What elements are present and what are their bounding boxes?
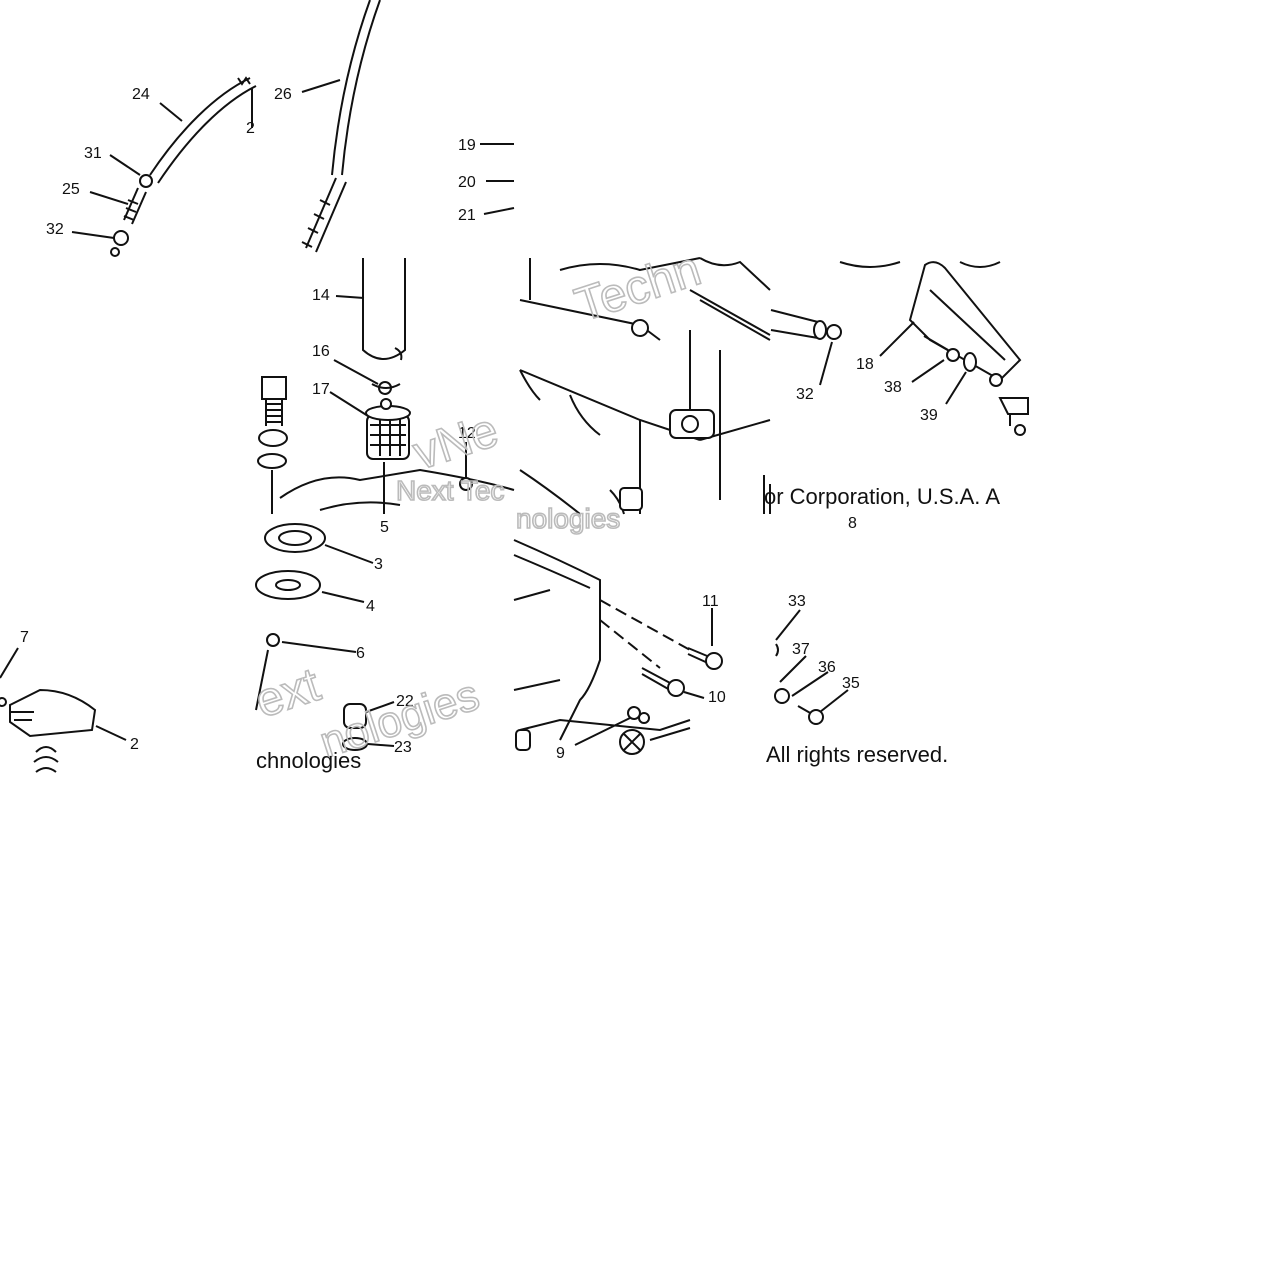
nut-6-icon [266, 633, 280, 647]
callout-31: 31 [84, 145, 102, 162]
callout-22: 22 [396, 693, 414, 710]
callout-5: 5 [380, 519, 389, 536]
strainer-icon [366, 414, 410, 460]
callout-10: 10 [708, 689, 726, 706]
callout-8: 8 [848, 515, 857, 532]
callout-17: 17 [312, 381, 330, 398]
leader-lines-mid1 [329, 295, 467, 480]
bolts-10-11 [641, 608, 723, 699]
washer-12-icon [459, 477, 473, 491]
watermark-chnologies: chnologies [256, 748, 361, 773]
watermark-next-tec: Next Tec [396, 475, 504, 506]
oil-pipe-and-strainer [279, 258, 515, 514]
callout-37: 37 [792, 641, 810, 658]
breather-pipe [770, 309, 842, 386]
callout-16: 16 [312, 343, 330, 360]
callout-6: 6 [356, 645, 365, 662]
callout-23: 23 [394, 739, 412, 756]
callout-19: 19 [458, 137, 476, 154]
callout-32-left: 32 [46, 221, 64, 238]
callout-26: 26 [274, 86, 292, 103]
drain-bolt [257, 376, 288, 514]
case-cover [513, 539, 691, 751]
callout-20: 20 [458, 174, 476, 191]
bolt-10-icon [667, 679, 685, 697]
bolt-and-washer-38-39 [911, 335, 977, 405]
callout-12: 12 [458, 425, 476, 442]
nut-icon [113, 230, 129, 246]
callout-33: 33 [788, 593, 806, 610]
callout-32-right: 32 [796, 386, 814, 403]
callout-35: 35 [842, 675, 860, 692]
washer-32-icon [826, 324, 842, 340]
callout-9: 9 [556, 745, 565, 762]
hose-clamp-icon [139, 174, 153, 188]
callout-4: 4 [366, 598, 375, 615]
callout-25: 25 [62, 181, 80, 198]
callout-2-lower: 2 [130, 736, 139, 753]
watermark-ext: ext [249, 658, 326, 728]
plug-22-icon [343, 703, 367, 729]
washer-39-icon [963, 352, 977, 372]
callout-3: 3 [374, 556, 383, 573]
gaskets [255, 523, 374, 711]
gear-assembly [574, 706, 691, 755]
small-fasteners [774, 609, 849, 725]
washer-23-icon [342, 737, 368, 751]
crankcase-body [519, 257, 771, 515]
callout-21: 21 [458, 207, 476, 224]
callout-39: 39 [920, 407, 938, 424]
callout-18: 18 [856, 356, 874, 373]
hose-assembly-left [110, 76, 257, 257]
callout-14: 14 [312, 287, 330, 304]
watermark-nologies-mid: nologies [516, 503, 620, 534]
cap-2-icon [9, 688, 97, 738]
plug-and-washer [342, 701, 395, 751]
callout-24: 24 [132, 86, 150, 103]
gasket-3-icon [264, 523, 326, 553]
rights-notice: All rights reserved. [766, 742, 948, 767]
callout-36: 36 [818, 659, 836, 676]
gasket-4-icon [255, 570, 321, 600]
leader-lines-top [71, 79, 515, 239]
bolt-head-icon [261, 376, 287, 400]
filler-cap [0, 647, 127, 773]
callout-2-top: 2 [246, 120, 255, 137]
washer-37-icon [774, 688, 790, 704]
screw-35-icon [808, 709, 824, 725]
callout-38: 38 [884, 379, 902, 396]
copyright-notice: or Corporation, U.S.A. A [764, 484, 1000, 509]
callout-11: 11 [702, 593, 719, 610]
guard-bracket [839, 261, 1029, 436]
hose-assembly-center [301, 0, 381, 253]
callout-7: 7 [20, 629, 29, 646]
watermark-techn: Techn [569, 242, 707, 332]
watermark-vne: vNe [407, 404, 505, 481]
bolt-11-icon [705, 652, 723, 670]
